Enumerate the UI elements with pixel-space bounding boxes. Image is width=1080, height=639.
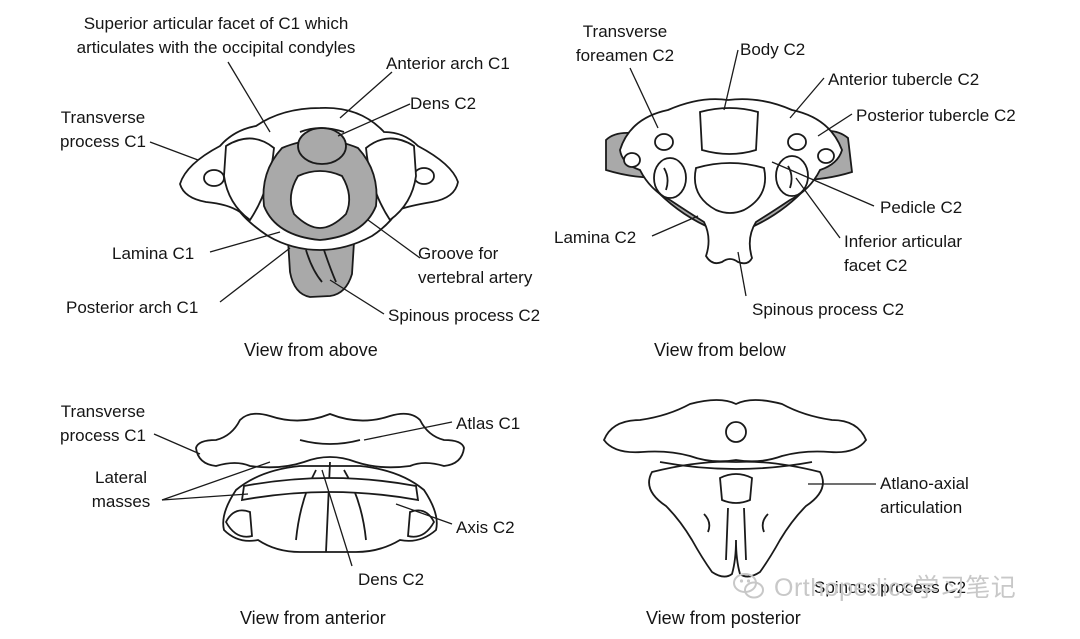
label-spinous-process-c2-below: Spinous process C2 xyxy=(752,300,905,319)
label-lamina-c2: Lamina C2 xyxy=(554,228,637,247)
label-transverse-process-c1-anterior: Transverse process C1 xyxy=(60,402,146,445)
label-atlano-axial-articulation: Atlano-axial articulation xyxy=(880,474,969,517)
label-posterior-tubercle-c2: Posterior tubercle C2 xyxy=(856,106,1016,125)
wechat-icon xyxy=(733,573,764,599)
label-groove-vertebral-artery: Groove for vertebral artery xyxy=(418,244,533,287)
caption-view-from-posterior: View from posterior xyxy=(646,608,801,628)
label-dens-c2-above: Dens C2 xyxy=(410,94,477,113)
label-anterior-arch-c1: Anterior arch C1 xyxy=(386,54,510,73)
spinous-process-above xyxy=(287,239,355,298)
label-posterior-arch-c1: Posterior arch C1 xyxy=(66,298,199,317)
label-superior-articular-facet: Superior articular facet of C1 which art… xyxy=(76,14,356,57)
atlas-above-drawing xyxy=(179,107,459,298)
label-lamina-c1: Lamina C1 xyxy=(112,244,195,263)
watermark: Orthopedics学习笔记 xyxy=(732,566,1016,606)
label-transverse-foramen-c2: Transverse foreamen C2 xyxy=(575,22,675,65)
posterior-view-drawing xyxy=(602,399,868,578)
anterior-view-drawing xyxy=(195,412,465,553)
label-spinous-process-c2-posterior: Spinous process C2 xyxy=(814,578,967,597)
watermark-text: Orthopedics学习笔记 xyxy=(774,574,1017,602)
caption-view-from-below: View from below xyxy=(654,340,786,360)
caption-view-from-above: View from above xyxy=(244,340,378,360)
leader-lines xyxy=(149,49,876,567)
caption-view-from-anterior: View from anterior xyxy=(240,608,386,628)
label-spinous-process-c2-above: Spinous process C2 xyxy=(388,306,541,325)
label-atlas-c1: Atlas C1 xyxy=(456,414,521,433)
dens-above xyxy=(297,127,347,165)
atlas-anterior xyxy=(195,412,465,469)
label-pedicle-c2: Pedicle C2 xyxy=(880,198,963,217)
label-axis-c2: Axis C2 xyxy=(456,518,515,537)
label-dens-c2-anterior: Dens C2 xyxy=(358,570,425,589)
label-anterior-tubercle-c2: Anterior tubercle C2 xyxy=(828,70,980,89)
label-lateral-masses: Lateral masses xyxy=(91,468,151,511)
axis-below-drawing xyxy=(605,98,853,265)
label-body-c2: Body C2 xyxy=(740,40,806,59)
label-inferior-articular-facet-c2: Inferior articular facet C2 xyxy=(844,232,963,275)
label-transverse-process-c1-above: Transverse process C1 xyxy=(60,108,146,151)
